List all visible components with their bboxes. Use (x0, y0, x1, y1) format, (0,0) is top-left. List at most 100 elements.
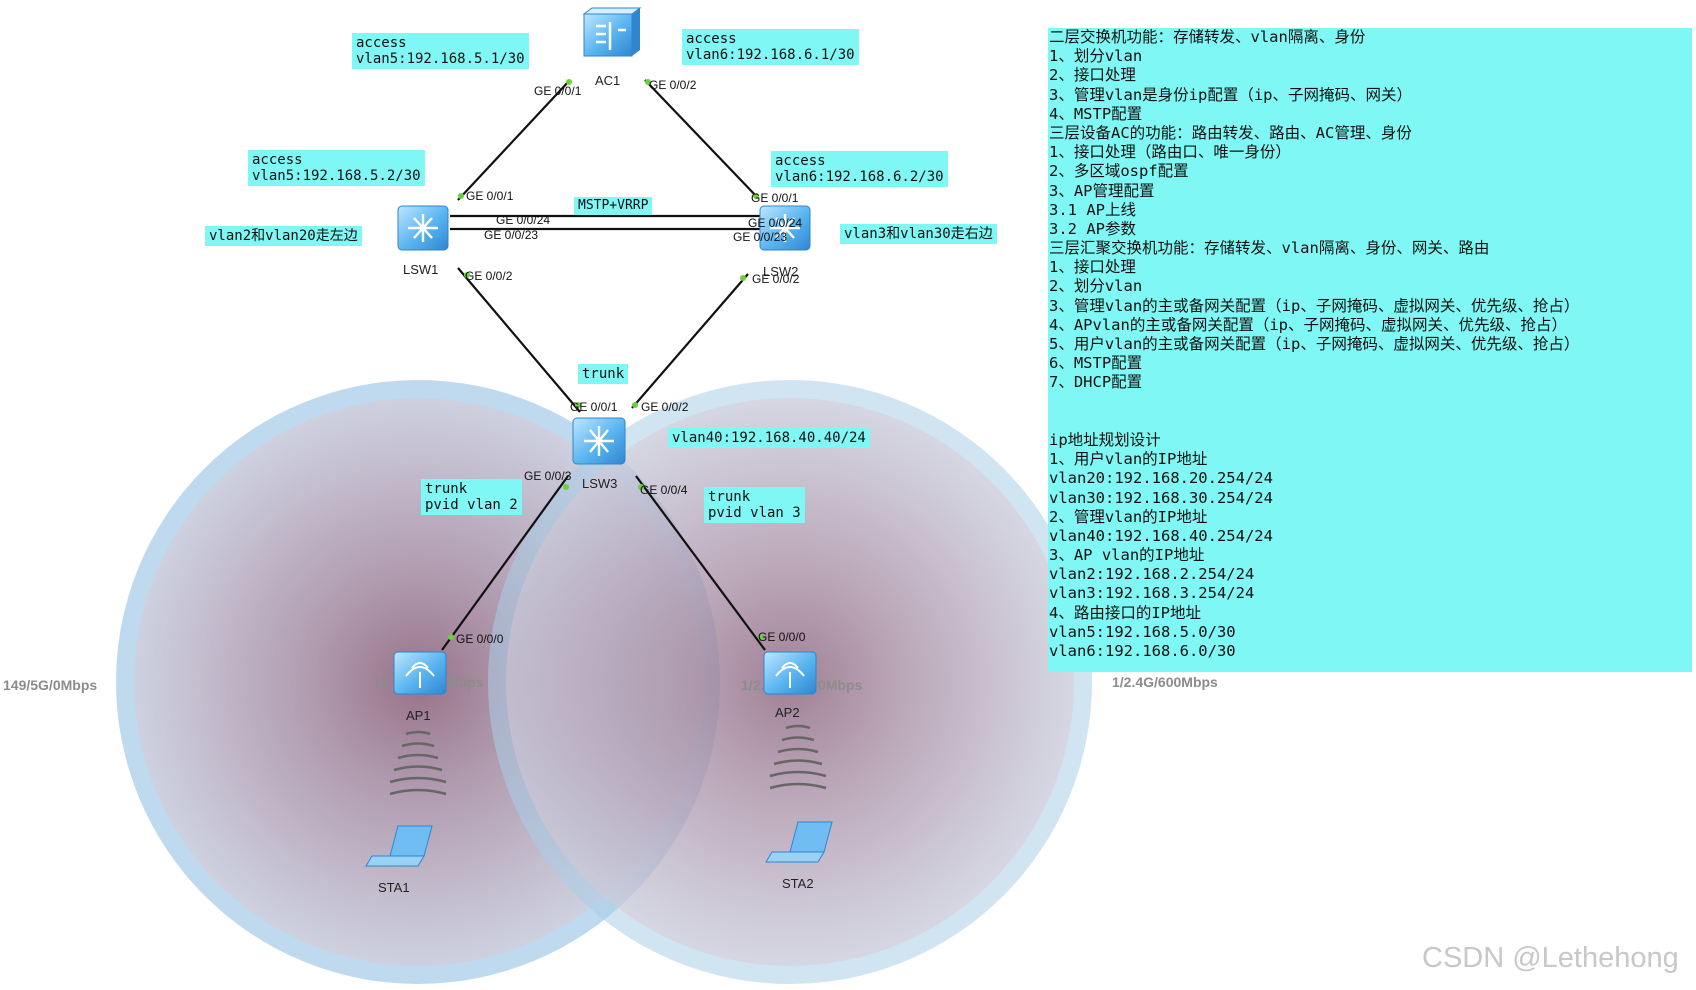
ap1-signal-icon (389, 730, 447, 796)
ap2-device-icon[interactable] (763, 651, 817, 695)
notes-line: 3、AP管理配置 (1049, 181, 1155, 200)
ac1-device-icon[interactable] (582, 7, 642, 57)
notes-line: 2、接口处理 (1049, 66, 1136, 85)
port-dot (575, 402, 581, 408)
port-dot (632, 402, 638, 408)
right-side-vlan-label: vlan3和vlan30走右边 (840, 224, 997, 244)
port-dot (566, 79, 572, 85)
sta2-label: STA2 (782, 876, 814, 891)
notes-line: 6、MSTP配置 (1049, 354, 1143, 373)
trunk-label-top: trunk (578, 364, 629, 384)
port-dot (645, 79, 651, 85)
port-label-ap1-g0: GE 0/0/0 (456, 632, 504, 646)
port-label-lsw2-g2: GE 0/0/2 (752, 272, 800, 286)
port-dot (448, 634, 454, 640)
radio-label-ap2-a: 1/2. (741, 677, 765, 693)
port-label-lsw2-g23: GE 0/0/23 (733, 230, 788, 244)
network-links (441, 79, 766, 651)
notes-line: 二层交换机功能：存储转发、vlan隔离、身份 (1049, 28, 1366, 46)
radio-label-ap1-a: 14 (373, 674, 389, 690)
lsw1-label: LSW1 (403, 262, 439, 277)
port-label-ac1-g2: GE 0/0/2 (649, 78, 697, 92)
sta2-laptop-icon[interactable] (765, 821, 833, 863)
notes-line: 三层设备AC的功能：路由转发、路由、AC管理、身份 (1049, 123, 1412, 142)
notes-line: 4、路由接口的IP地址 (1049, 603, 1201, 622)
radio-label-right: 1/2.4G/600Mbps (1112, 674, 1218, 690)
vlan40-label: vlan40:192.168.40.40/24 (668, 428, 870, 448)
port-label-lsw1-g2: GE 0/0/2 (465, 269, 513, 283)
port-label-lsw2-g1: GE 0/0/1 (751, 191, 799, 205)
link-lsw2-lsw3 (631, 273, 749, 409)
port-label-lsw1-g24: GE 0/0/24 (496, 213, 551, 227)
radio-label-ap2-b: 0Mbps (818, 677, 863, 693)
port-dot (758, 634, 764, 640)
port-label-lsw3-g1: GE 0/0/1 (570, 400, 618, 414)
notes-line: 1、接口处理 (1049, 258, 1136, 277)
notes-line: 7、DHCP配置 (1049, 373, 1143, 392)
notes-line: vlan20:192.168.20.254/24 (1049, 469, 1273, 488)
notes-line: 5、用户vlan的主或备网关配置（ip、子网掩码、虚拟网关、优先级、抢占） (1049, 335, 1580, 353)
notes-line: 4、APvlan的主或备网关配置（ip、子网掩码、虚拟网关、优先级、抢占） (1049, 315, 1567, 334)
lsw3-label: LSW3 (582, 476, 618, 491)
port-label-ap2-g0: GE 0/0/0 (758, 630, 806, 644)
sta1-laptop-icon[interactable] (365, 825, 433, 867)
notes-line: ip地址规划设计 (1049, 430, 1161, 449)
notes-line: vlan6:192.168.6.0/30 (1049, 642, 1236, 660)
link-ac1-lsw1 (457, 79, 571, 201)
port-label-lsw1-g1: GE 0/0/1 (466, 189, 514, 203)
watermark: CSDN @Lethehong (1422, 942, 1679, 974)
notes-line: vlan30:192.168.30.254/24 (1049, 488, 1273, 507)
lsw1-device-icon[interactable] (397, 205, 449, 251)
lsw2-label: LSW2 (763, 264, 799, 279)
notes-line: 3.2 AP参数 (1049, 219, 1136, 238)
ap1-label: AP1 (406, 708, 431, 723)
port-label-lsw3-g3: GE 0/0/3 (524, 469, 572, 483)
notes-line (1048, 393, 1692, 412)
sta1-label: STA1 (378, 880, 410, 895)
link-lsw1-lsw3 (457, 267, 581, 413)
lsw2-device-icon[interactable] (759, 205, 811, 251)
port-label-lsw3-g4: GE 0/0/4 (640, 483, 688, 497)
notes-line: vlan5:192.168.5.0/30 (1049, 622, 1236, 641)
link-ac1-lsw2 (644, 79, 759, 199)
left-side-vlan-label: vlan2和vlan20走左边 (205, 226, 362, 246)
notes-line: 三层汇聚交换机功能：存储转发、vlan隔离、身份、网关、路由 (1049, 239, 1490, 258)
notes-line: 1、用户vlan的IP地址 (1049, 450, 1208, 469)
radio-label-left: 149/5G/0Mbps (3, 677, 98, 693)
notes-line: 2、管理vlan的IP地址 (1049, 507, 1208, 526)
port-dot (740, 275, 746, 281)
port-label-lsw1-g23: GE 0/0/23 (484, 228, 539, 242)
link-lsw3-ap1 (441, 475, 569, 651)
notes-line: 2、划分vlan (1049, 277, 1143, 296)
notes-line: 2、多区域ospf配置 (1049, 162, 1189, 181)
port-dot (464, 272, 470, 278)
port-dot (458, 193, 464, 199)
port-label-ac1-g1: GE 0/0/1 (534, 84, 582, 98)
port-label-lsw3-g2: GE 0/0/2 (641, 400, 689, 414)
port-dot (638, 484, 644, 490)
ap2-label: AP2 (775, 705, 800, 720)
port-dot (753, 193, 759, 199)
port-label-lsw2-g24: GE 0/0/24 (748, 216, 803, 230)
ap1-device-icon[interactable] (393, 651, 447, 695)
port-dot (563, 484, 569, 490)
lsw3-device-icon[interactable] (572, 417, 626, 465)
radio-label-ap1-b: Mbps (447, 674, 484, 690)
notes-line: vlan40:192.168.40.254/24 (1049, 526, 1273, 545)
notes-line (1048, 412, 1692, 431)
ap2-signal-icon (769, 724, 827, 790)
notes-line: 1、接口处理（路由口、唯一身份） (1049, 143, 1291, 162)
ac1-label: AC1 (595, 73, 621, 88)
notes-line: 3.1 AP上线 (1049, 200, 1136, 219)
notes-line: 3、管理vlan是身份ip配置（ip、子网掩码、网关） (1049, 85, 1412, 104)
notes-line: 3、管理vlan的主或备网关配置（ip、子网掩码、虚拟网关、优先级、抢占） (1049, 296, 1580, 315)
notes-line: vlan2:192.168.2.254/24 (1049, 565, 1255, 584)
notes-line: 4、MSTP配置 (1049, 104, 1143, 123)
